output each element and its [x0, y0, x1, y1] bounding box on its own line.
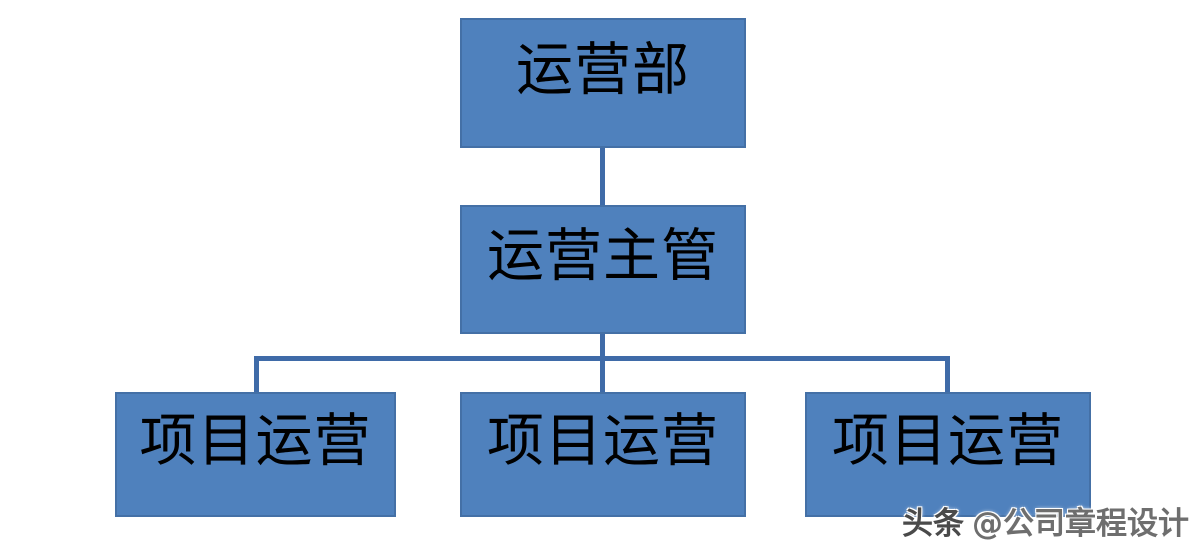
- node-project-operations-2-label: 项目运营: [487, 408, 719, 474]
- connector-supervisor-stub: [600, 334, 605, 392]
- node-operations-department: 运营部: [460, 18, 746, 148]
- connector-drop-right: [945, 356, 950, 392]
- node-project-operations-3-label: 项目运营: [832, 408, 1064, 474]
- node-operations-department-label: 运营部: [516, 36, 690, 103]
- node-operations-supervisor-label: 运营主管: [487, 223, 719, 289]
- node-operations-supervisor: 运营主管: [460, 205, 746, 334]
- watermark: 头条@公司章程设计: [902, 509, 1189, 540]
- connector-drop-left: [254, 356, 259, 392]
- node-project-operations-2: 项目运营: [460, 392, 746, 517]
- node-project-operations-1-label: 项目运营: [139, 408, 372, 474]
- node-project-operations-1: 项目运营: [115, 392, 396, 517]
- connector-root-to-supervisor: [600, 148, 605, 205]
- connector-horizontal-bar: [254, 356, 950, 361]
- watermark-brand: 头条: [902, 506, 964, 542]
- node-project-operations-3: 项目运营: [805, 392, 1091, 517]
- watermark-handle: @公司章程设计: [972, 506, 1189, 542]
